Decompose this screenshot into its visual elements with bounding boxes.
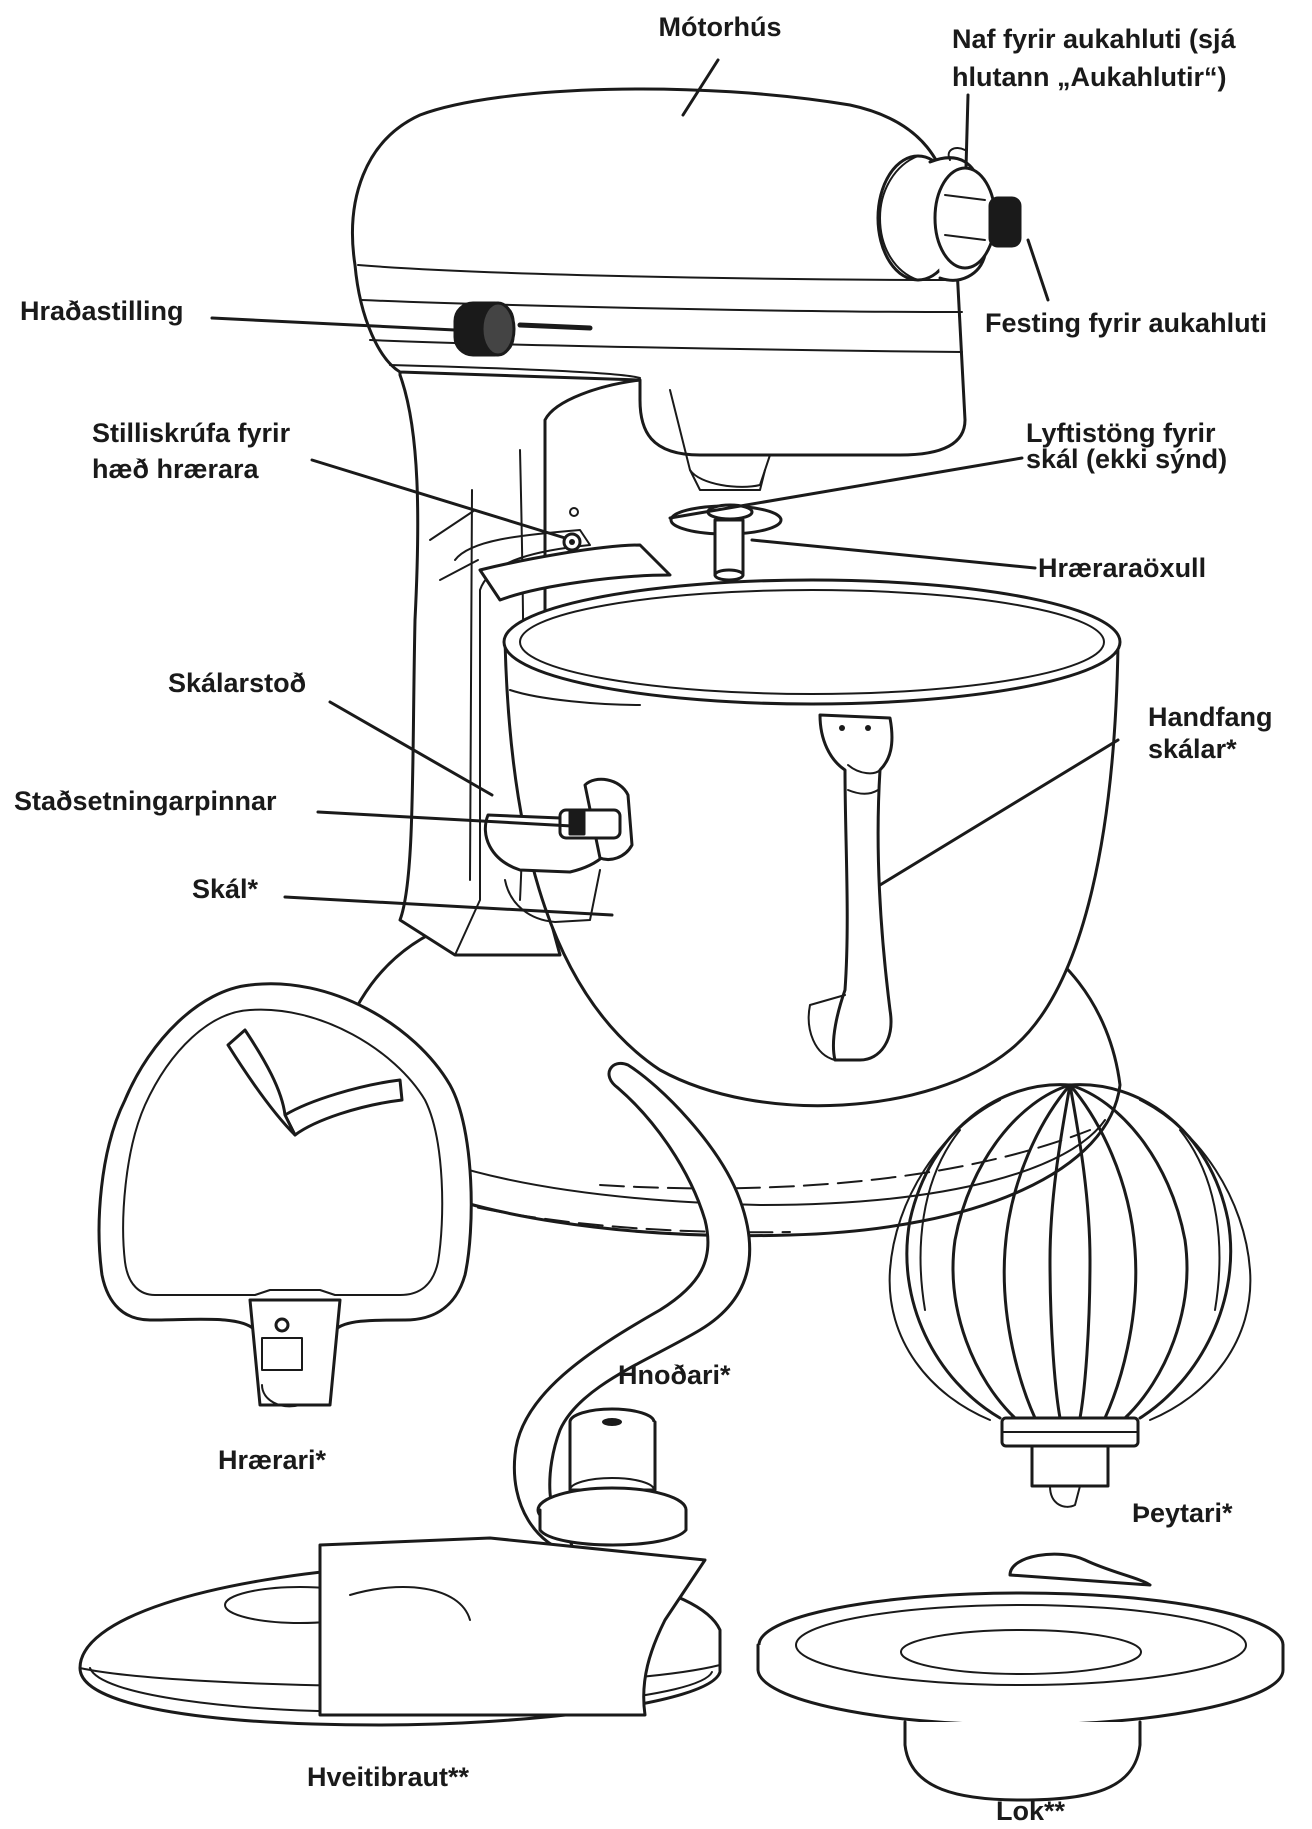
wire-whip (888, 1083, 1252, 1421)
speed-control-knob (453, 301, 516, 357)
wire-whip-collar (1000, 1416, 1140, 1508)
leader-hradastilling (210, 316, 457, 332)
leader-handfang (878, 738, 1120, 887)
label-hradastilling: Hraðastilling (20, 296, 184, 326)
leader-festing (1026, 238, 1050, 302)
attachment-knob (988, 196, 1022, 248)
attachment-hub (876, 147, 997, 282)
height-adjustment-screw (562, 507, 582, 552)
label-handfang-line2: skálar* (1148, 734, 1237, 764)
label-handfang-line1: Handfang (1148, 702, 1273, 732)
label-motorhus: Mótorhús (658, 12, 782, 42)
label-lyftistong-line2: skál (ekki sýnd) (1026, 444, 1228, 474)
label-skalarstod: Skálarstoð (168, 668, 307, 698)
leader-motorhus (681, 58, 720, 117)
leader-stadsetningarpinnar (316, 810, 574, 828)
leader-lines (210, 58, 1120, 917)
leader-skal (283, 895, 614, 917)
label-skal: Skál* (192, 874, 259, 904)
label-stilliskrufa-line2: hæð hrærara (92, 454, 259, 484)
leader-hrararaoxull (750, 538, 1037, 570)
mixing-bowl (502, 578, 1122, 1108)
leader-lyftistong (668, 456, 1024, 520)
label-festing: Festing fyrir aukahluti (985, 308, 1268, 338)
leader-skalarstod (328, 700, 494, 797)
label-lok: Lok** (996, 1796, 1066, 1826)
flat-beater (97, 982, 473, 1408)
label-peytari: Þeytari* (1132, 1498, 1233, 1528)
label-naf-line2: hlutann „Aukahlutir“) (952, 62, 1227, 92)
label-stadsetningarpinnar: Staðsetningarpinnar (14, 786, 277, 816)
label-hrararaoxull: Hræraraöxull (1038, 553, 1207, 583)
pouring-shield (78, 1536, 722, 1727)
label-stilliskrufa-line1: Stilliskrúfa fyrir (92, 418, 291, 448)
leader-naf (964, 93, 970, 170)
locating-pin (568, 810, 586, 836)
label-hrarari: Hrærari* (218, 1445, 327, 1475)
dough-hook (512, 1061, 752, 1557)
label-naf-line1: Naf fyrir aukahluti (sjá (952, 24, 1236, 54)
motor-head (351, 87, 967, 491)
label-hveitibraut: Hveitibraut** (307, 1762, 470, 1792)
bowl-lid (756, 1552, 1285, 1802)
bowl-handle (807, 713, 894, 1062)
label-lyftistong-line1: Lyftistöng fyrir (1026, 418, 1216, 448)
leader-stilliskrufa (310, 458, 567, 540)
label-hnodari: Hnoðari* (618, 1360, 731, 1390)
